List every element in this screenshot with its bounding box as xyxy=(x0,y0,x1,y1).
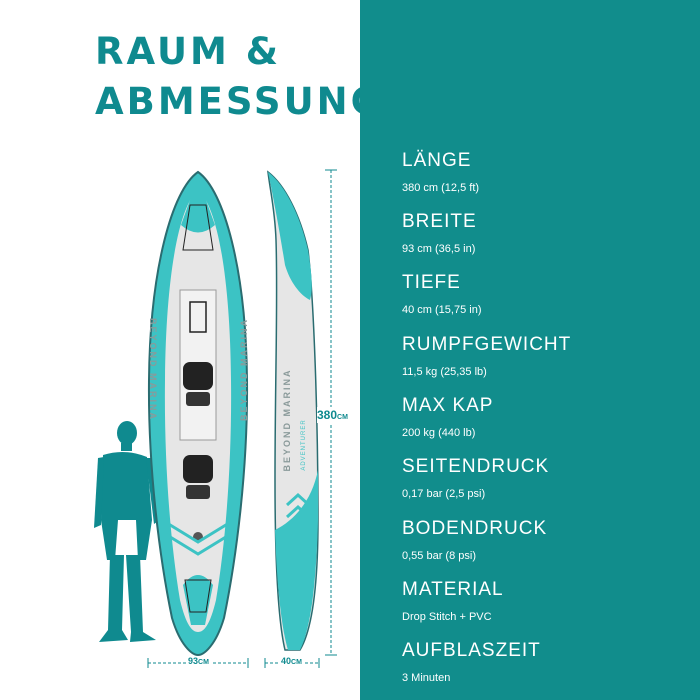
spec-label: MAX KAP xyxy=(402,395,494,416)
seat-rear xyxy=(183,455,213,499)
spec-label: AUFBLASZEIT xyxy=(402,640,541,661)
spec-value: 93 cm (36,5 in) xyxy=(402,243,476,255)
spec-hull-weight: RUMPFGEWICHT 11,5 kg (25,35 lb) xyxy=(402,334,571,379)
spec-value: Drop Stitch + PVC xyxy=(402,611,492,623)
model-text: ADVENTURER xyxy=(301,419,307,470)
spec-panel: LÄNGE 380 cm (12,5 ft) BREITE 93 cm (36,… xyxy=(360,0,700,700)
page-title-line1: RAUM & xyxy=(95,30,281,73)
spec-value: 0,17 bar (2,5 psi) xyxy=(402,488,486,500)
width-dimension-label: 93CM xyxy=(186,656,211,666)
spec-label: LÄNGE xyxy=(402,150,472,171)
width-unit: CM xyxy=(198,659,209,666)
spec-value: 3 Minuten xyxy=(402,672,451,684)
spec-label: TIEFE xyxy=(402,272,461,293)
spec-value: 200 kg (440 lb) xyxy=(402,427,476,439)
spec-length: LÄNGE 380 cm (12,5 ft) xyxy=(402,150,479,195)
spec-material: MATERIAL Drop Stitch + PVC xyxy=(402,579,504,624)
spec-label: BREITE xyxy=(402,211,477,232)
spec-floor-pressure: BODENDRUCK 0,55 bar (8 psi) xyxy=(402,518,547,563)
spec-width: BREITE 93 cm (36,5 in) xyxy=(402,211,477,256)
spec-value: 11,5 kg (25,35 lb) xyxy=(402,366,487,378)
spec-inflation-time: AUFBLASZEIT 3 Minuten xyxy=(402,640,541,685)
kayak-illustration: BEYOND MARINA BEYOND MARINA BEYOND MARIN… xyxy=(94,169,337,668)
width-value: 93 xyxy=(188,656,199,666)
spec-value: 380 cm (12,5 ft) xyxy=(402,182,480,194)
kayak-side-view: BEYOND MARINA ADVENTURER xyxy=(267,170,319,651)
spec-max-capacity: MAX KAP 200 kg (440 lb) xyxy=(402,395,493,440)
depth-dimension-label: 40CM xyxy=(279,656,304,666)
brand-text-right: BEYOND MARINA xyxy=(239,318,249,421)
seat-front xyxy=(183,362,213,406)
length-value: 380 xyxy=(317,408,338,422)
kayak-top-view: BEYOND MARINA BEYOND MARINA xyxy=(147,170,249,657)
spec-label: SEITENDRUCK xyxy=(402,456,550,477)
spec-label: RUMPFGEWICHT xyxy=(402,334,572,355)
depth-value: 40 xyxy=(281,656,292,666)
spec-depth: TIEFE 40 cm (15,75 in) xyxy=(402,272,481,317)
spec-label: MATERIAL xyxy=(402,579,504,600)
brand-text-side: BEYOND MARINA xyxy=(282,368,292,471)
length-dimension-label: 380CM xyxy=(317,407,348,423)
brand-text-left: BEYOND MARINA xyxy=(148,318,158,421)
spec-value: 40 cm (15,75 in) xyxy=(402,304,482,316)
spec-label: BODENDRUCK xyxy=(402,518,548,539)
spec-value: 0,55 bar (8 psi) xyxy=(402,550,476,562)
depth-unit: CM xyxy=(291,659,302,666)
length-unit: CM xyxy=(337,414,348,421)
spec-side-pressure: SEITENDRUCK 0,17 bar (2,5 psi) xyxy=(402,456,549,501)
